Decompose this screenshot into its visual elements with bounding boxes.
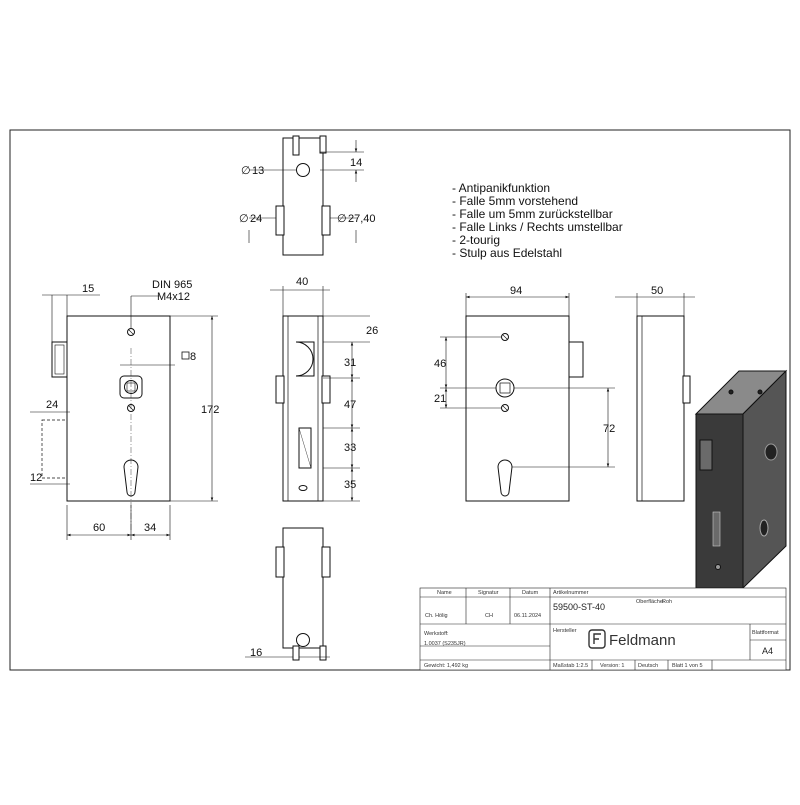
side-view <box>270 286 370 502</box>
tb-language: Deutsch <box>638 663 658 669</box>
dim-front-24: 24 <box>46 399 58 411</box>
tb-scale: Maßstab 1:2.5 <box>553 663 588 669</box>
dim-side-47: 47 <box>344 399 356 411</box>
tb-format-value: A4 <box>762 646 773 656</box>
back-view <box>440 293 615 502</box>
front-view <box>30 294 218 540</box>
dim-front-square-8: 8 <box>190 351 196 363</box>
tb-surface-value: Roh <box>662 599 672 605</box>
dim-front-din: DIN 965 <box>152 279 192 291</box>
tb-version: Version: 1 <box>600 663 624 669</box>
dim-back-72: 72 <box>603 423 615 435</box>
dim-back-94: 94 <box>510 285 522 297</box>
feature-item: - 2-tourig <box>452 233 500 247</box>
feature-item: - Falle 5mm vorstehend <box>452 194 578 208</box>
tb-author: Ch. Hölig <box>425 613 448 619</box>
dim-front-screw: M4x12 <box>157 291 190 303</box>
title-block <box>419 587 787 671</box>
dim-side2-50: 50 <box>651 285 663 297</box>
bottom-view <box>245 527 331 661</box>
dim-side-26: 26 <box>366 325 378 337</box>
feature-item: - Falle Links / Rechts umstellbar <box>452 220 623 234</box>
isometric-view <box>694 369 788 590</box>
dim-top-dia-24: 24 <box>250 213 262 225</box>
dim-top-dia3-symbol: ∅ <box>337 213 347 225</box>
sheet-border <box>9 129 791 671</box>
dim-side-40: 40 <box>296 276 308 288</box>
feature-list: - Antipanikfunktion - Falle 5mm vorstehe… <box>452 181 623 260</box>
tb-surface-label: Oberfläche: <box>636 599 665 605</box>
tb-col-signature: Signatur <box>478 590 499 596</box>
dim-top-dia2-symbol: ∅ <box>239 213 249 225</box>
dim-front-60: 60 <box>93 522 105 534</box>
dim-back-46: 46 <box>434 358 446 370</box>
tb-article-number: 59500-ST-40 <box>553 602 605 612</box>
dim-side-31: 31 <box>344 357 356 369</box>
tb-weight: Gewicht: 1,492 kg <box>424 663 468 669</box>
dim-side-33: 33 <box>344 442 356 454</box>
dim-side-35: 35 <box>344 479 356 491</box>
feature-item: - Stulp aus Edelstahl <box>452 246 562 260</box>
dim-front-15: 15 <box>82 283 94 295</box>
tb-article-label: Artikelnummer <box>553 590 589 596</box>
feature-item: - Antipanikfunktion <box>452 181 550 195</box>
dim-front-172: 172 <box>201 404 219 416</box>
tb-format-label: Blattformat <box>752 630 779 636</box>
feldmann-logo-icon <box>588 629 606 649</box>
side-view-2 <box>615 293 695 502</box>
dim-front-12: 12 <box>30 472 42 484</box>
dim-top-dia-symbol: ∅ <box>241 165 251 177</box>
tb-brand: Feldmann <box>609 632 676 649</box>
tb-manufacturer-label: Hersteller <box>553 628 577 634</box>
dim-back-21: 21 <box>434 393 446 405</box>
tb-col-date: Datum <box>522 590 539 596</box>
tb-signature: CH <box>485 613 493 619</box>
tb-date: 06.11.2024 <box>514 613 541 619</box>
dim-top-dia-13: 13 <box>252 165 264 177</box>
dim-top-14: 14 <box>350 157 362 169</box>
feature-item: - Falle um 5mm zurückstellbar <box>452 207 613 221</box>
dim-bottom-16: 16 <box>250 647 262 659</box>
tb-col-name: Name <box>437 590 452 596</box>
dim-front-34: 34 <box>144 522 156 534</box>
tb-material-value: 1.0037 (S235JR) <box>424 641 466 647</box>
tb-material-label: Werkstoff: <box>424 631 449 637</box>
tb-sheet: Blatt 1 von 5 <box>672 663 703 669</box>
top-view <box>248 135 364 256</box>
dim-top-dia-27-40: 27,40 <box>348 213 376 225</box>
